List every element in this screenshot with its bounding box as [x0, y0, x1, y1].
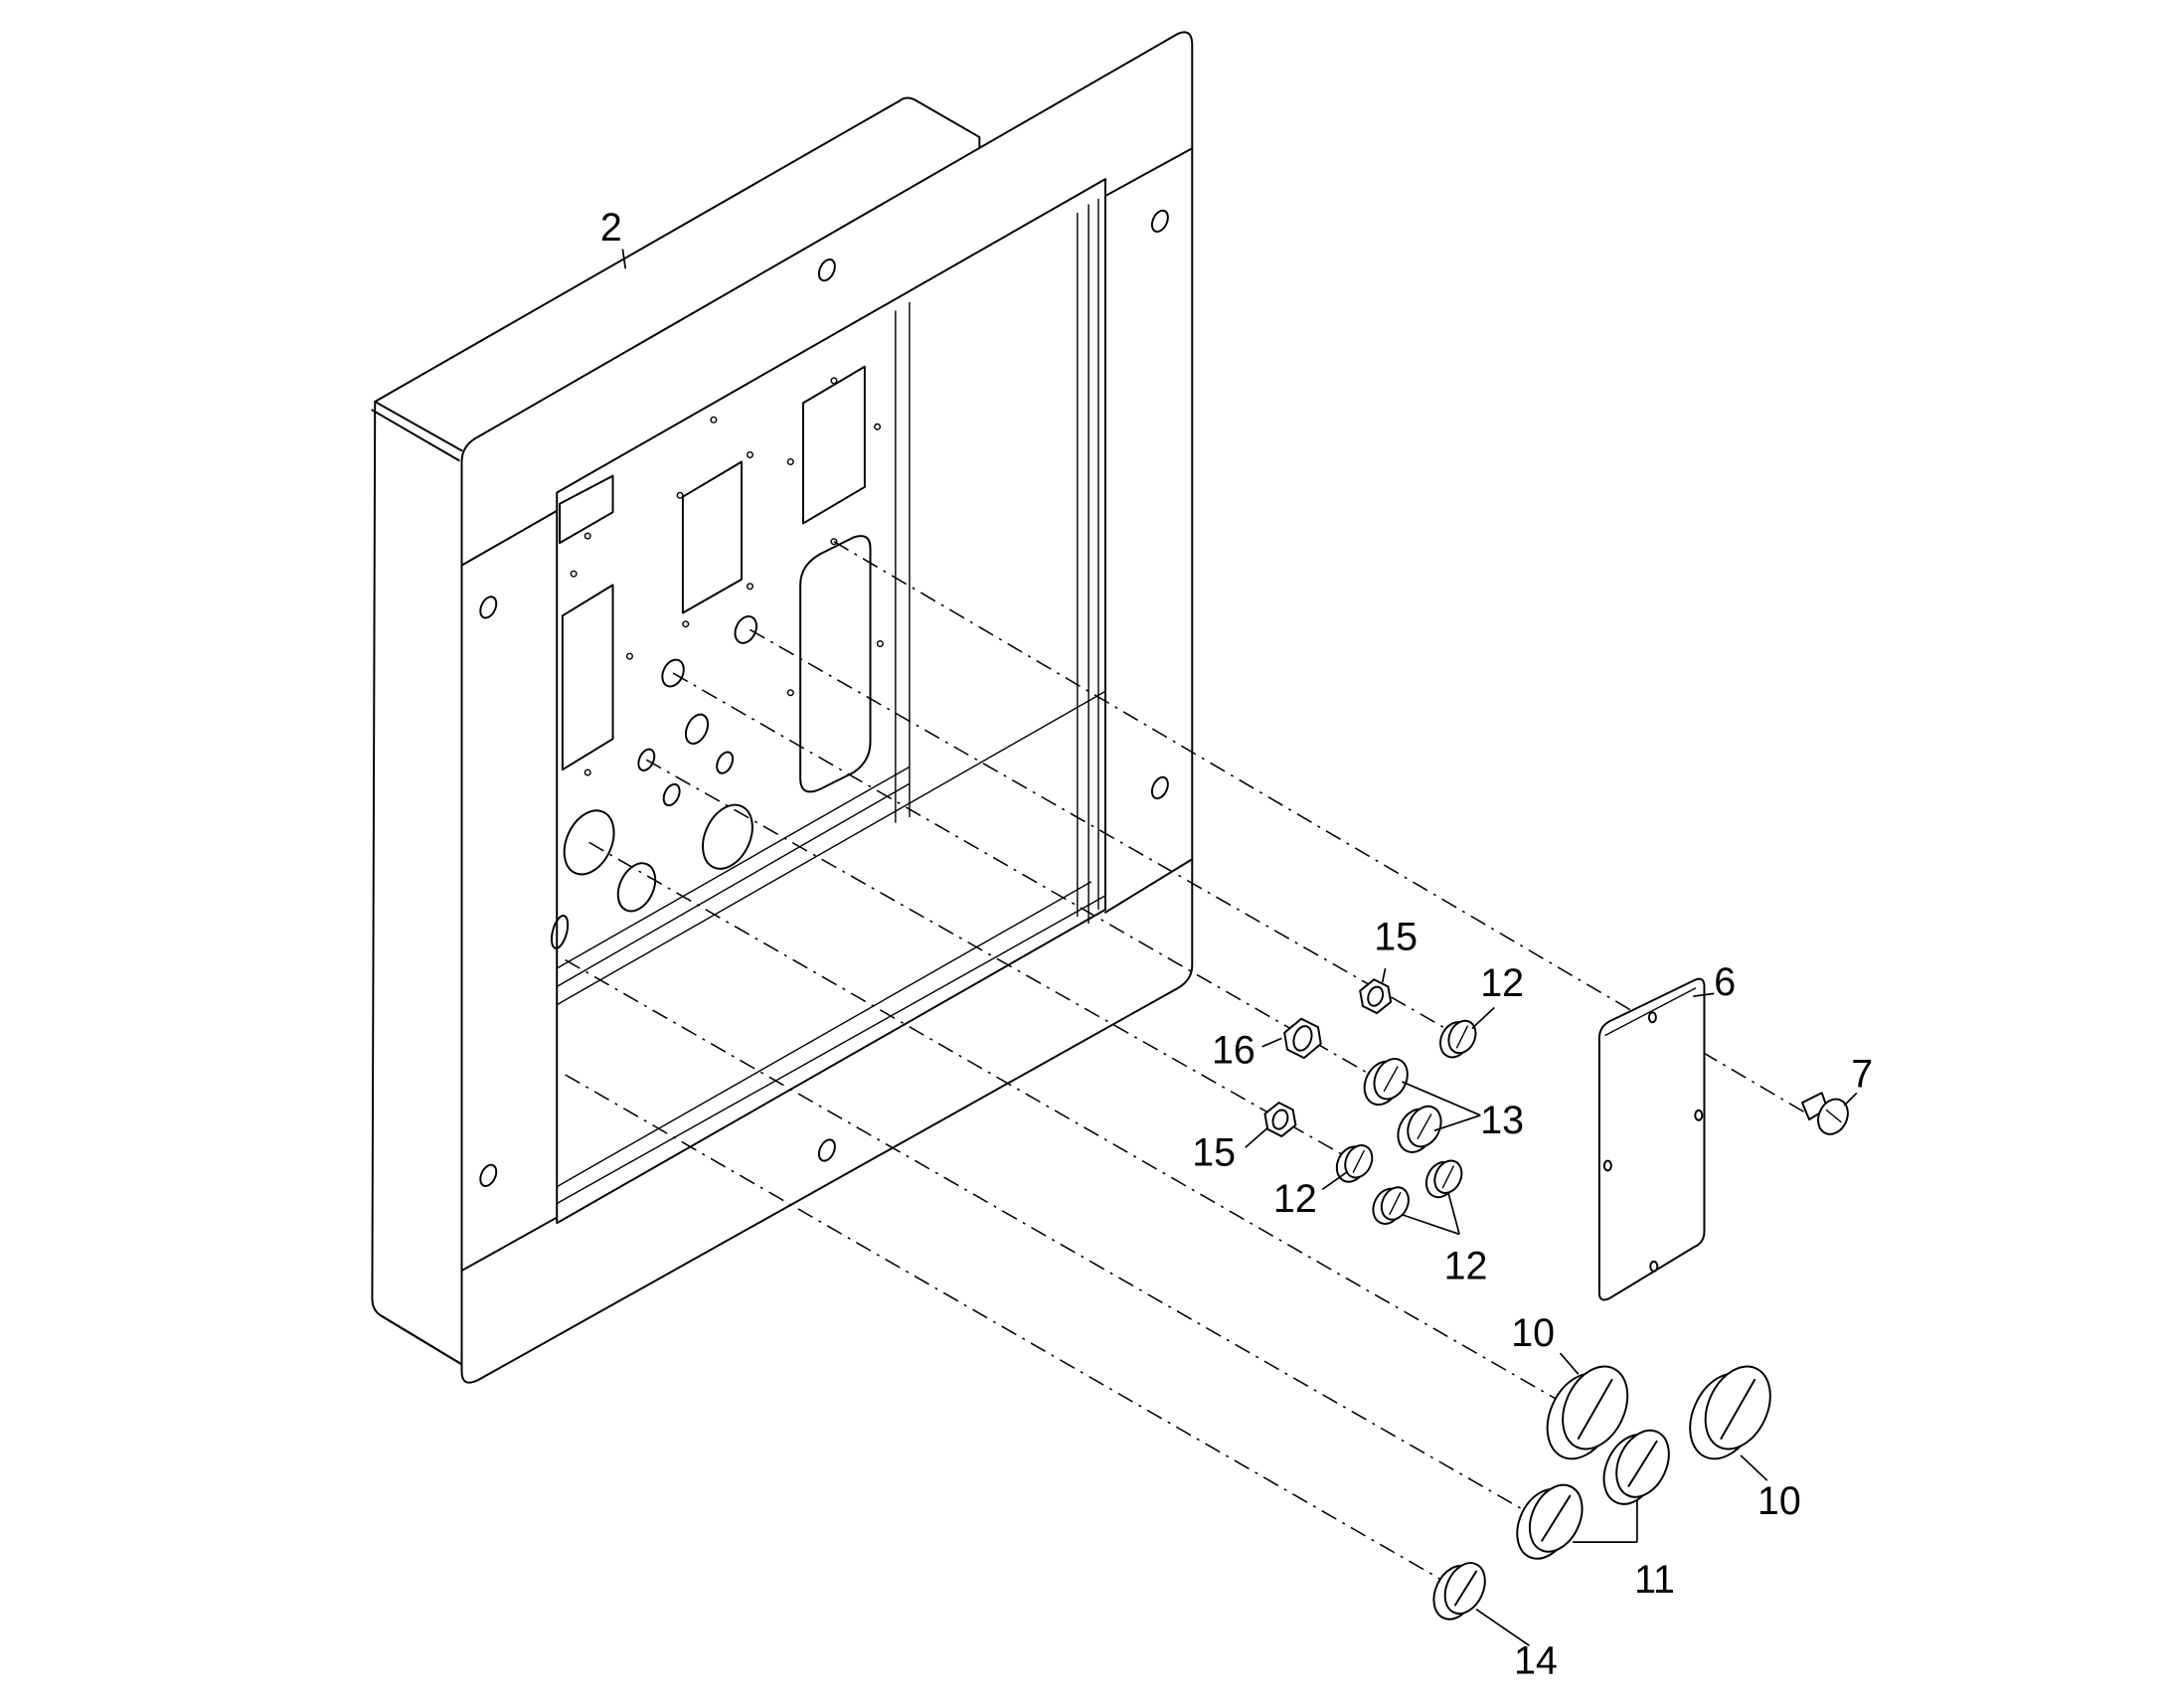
leader-lines [621, 249, 1858, 1646]
callout-13: 13 [1480, 1099, 1524, 1142]
callout-7: 7 [1851, 1053, 1873, 1097]
front-frame-flange [460, 31, 1194, 1384]
plug-part-12-right-a [1424, 1159, 1463, 1199]
cover-plate-part-6 [1597, 977, 1706, 1301]
callout-12-upper: 12 [1480, 961, 1524, 1005]
callout-11: 11 [1634, 1558, 1675, 1602]
plug-part-12-upper [1438, 1019, 1477, 1059]
callout-labels: 2 6 7 10 10 11 12 12 12 13 14 15 15 16 [600, 206, 1873, 1682]
callout-15-lower: 15 [1192, 1130, 1236, 1174]
inner-panel-cutouts [550, 365, 884, 949]
callout-16: 16 [1212, 1029, 1255, 1073]
assembly-centerlines [565, 541, 1806, 1594]
plug-part-11-lower [1516, 1483, 1584, 1560]
plug-part-13-b [1397, 1105, 1442, 1153]
callout-2: 2 [600, 206, 622, 250]
callout-10-left: 10 [1511, 1311, 1555, 1355]
callout-12-middle: 12 [1273, 1177, 1317, 1221]
screw-part-7 [1801, 1092, 1849, 1135]
callout-15-upper: 15 [1374, 916, 1418, 959]
plug-part-13-a [1363, 1058, 1409, 1107]
callout-14: 14 [1514, 1638, 1558, 1682]
plug-part-11-upper [1602, 1429, 1670, 1505]
plug-part-10-right [1689, 1365, 1771, 1460]
plug-part-10-left [1546, 1365, 1629, 1460]
callout-6: 6 [1714, 960, 1736, 1004]
locknut-part-15-upper [1359, 978, 1393, 1015]
locknut-part-16 [1283, 1017, 1322, 1060]
plug-part-12-middle [1335, 1144, 1374, 1183]
locknut-part-15-lower [1263, 1102, 1297, 1137]
callout-12-lower: 12 [1444, 1245, 1488, 1288]
plug-part-12-right-b [1372, 1186, 1410, 1225]
callout-10-right: 10 [1757, 1479, 1801, 1523]
plug-part-14 [1432, 1562, 1486, 1621]
